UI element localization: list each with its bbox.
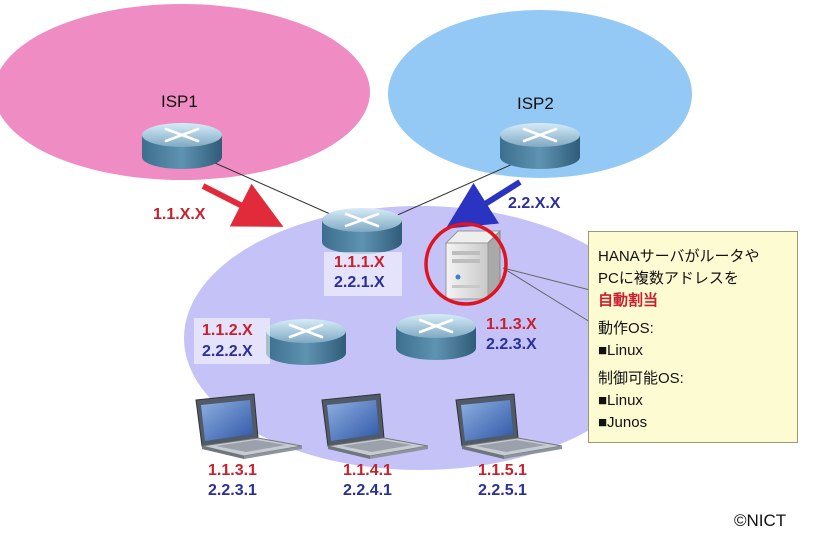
callout-ctrl-title: 制御可能OS: xyxy=(598,370,684,387)
callout-line1: HANAサーバがルータや xyxy=(598,248,760,265)
left-router-addr1: 1.1.2.X xyxy=(202,322,253,339)
isp2-arrow xyxy=(445,179,522,229)
router-isp2-icon[interactable] xyxy=(500,123,580,169)
callout-ctrl-item2: ■Junos xyxy=(598,414,648,431)
laptop-2-icon[interactable] xyxy=(321,393,429,459)
isp2-label: ISP2 xyxy=(517,94,554,113)
router-core-icon[interactable] xyxy=(322,208,402,254)
pc3-addr2: 2.2.5.1 xyxy=(478,482,527,499)
isp1-label: ISP1 xyxy=(161,92,198,111)
router-isp1-icon[interactable] xyxy=(142,123,222,169)
isp1-arrow xyxy=(201,183,284,227)
pc1-addr1: 1.1.3.1 xyxy=(208,462,257,479)
callout-os-title: 動作OS: xyxy=(598,320,654,337)
pc1-addr2: 2.2.3.1 xyxy=(208,482,257,499)
right-router-addr2: 2.2.3.X xyxy=(486,336,537,353)
isp1-cloud xyxy=(0,4,370,180)
callout-os-item: ■Linux xyxy=(598,342,643,359)
pc2-addr2: 2.2.4.1 xyxy=(343,482,392,499)
core-router-addr1: 1.1.1.X xyxy=(334,254,385,271)
core-router-addr2: 2.2.1.X xyxy=(334,274,385,291)
link-isp2-core xyxy=(374,162,516,226)
callout-line2: PCに複数アドレスを xyxy=(598,270,739,287)
hana-server-icon[interactable] xyxy=(444,229,502,301)
pc3-addr1: 1.1.5.1 xyxy=(478,462,527,479)
callout-pointer-line2 xyxy=(502,267,591,323)
router-left-icon[interactable] xyxy=(266,319,346,365)
isp1-prefix: 1.1.X.X xyxy=(153,206,206,223)
right-router-addr1: 1.1.3.X xyxy=(486,316,537,333)
server-highlight-circle xyxy=(424,222,508,306)
isp2-cloud xyxy=(388,10,692,178)
laptop-1-icon[interactable] xyxy=(195,393,303,459)
laptop-3-icon[interactable] xyxy=(455,393,563,459)
callout-pointer-line1 xyxy=(502,267,591,291)
callout-highlight: 自動割当 xyxy=(598,292,659,309)
copyright-label: ©NICT xyxy=(734,511,787,530)
hana-callout-box: HANAサーバがルータや PCに複数アドレスを 自動割当 動作OS: ■Linu… xyxy=(588,231,798,443)
isp2-prefix: 2.2.X.X xyxy=(508,195,561,212)
callout-ctrl-item1: ■Linux xyxy=(598,392,643,409)
left-router-addr2: 2.2.2.X xyxy=(202,343,253,360)
router-right-icon[interactable] xyxy=(396,314,476,360)
pc2-addr1: 1.1.4.1 xyxy=(343,462,392,479)
